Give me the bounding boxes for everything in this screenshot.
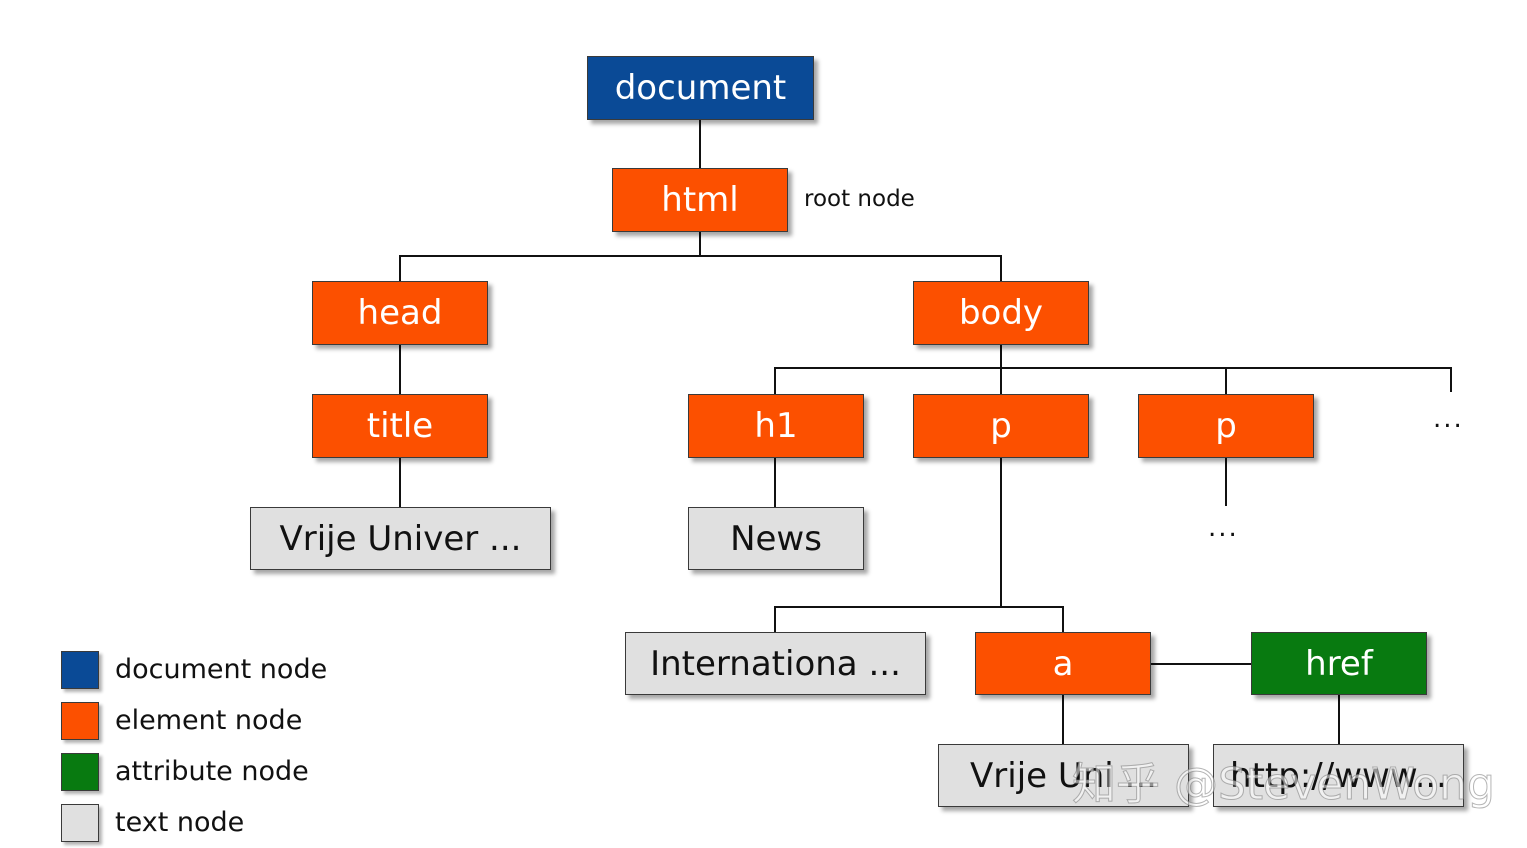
legend-swatch-document [61,650,99,689]
html-node: html [612,168,788,232]
h1-text-node: News [688,507,864,570]
h1-node: h1 [688,394,864,458]
body-node: body [913,281,1089,345]
legend-swatch-element [61,701,99,740]
head-node: head [312,281,488,345]
href-text-node: http://www... [1213,744,1464,807]
legend: document node element node attribute nod… [61,644,327,848]
legend-label-element: element node [115,705,303,736]
href-attribute-node: href [1251,632,1427,695]
legend-label-document: document node [115,654,328,685]
root-node-annotation: root node [804,186,915,212]
title-text-node: Vrije Univer ... [250,507,551,570]
legend-swatch-attribute [61,752,99,791]
a-node: a [975,632,1151,695]
legend-item-document: document node [61,644,327,695]
document-node: document [587,56,814,120]
body-more-ellipsis: ... [1433,404,1464,434]
p-node-2: p [1138,394,1314,458]
legend-item-element: element node [61,695,327,746]
legend-swatch-text [61,803,99,842]
edge-html-head-body [399,255,1002,281]
title-node: title [312,394,488,458]
legend-label-text: text node [115,807,245,838]
legend-label-attribute: attribute node [115,756,309,787]
p2-more-ellipsis: ... [1208,513,1239,543]
legend-item-attribute: attribute node [61,746,327,797]
legend-item-text: text node [61,797,327,848]
edge-body-children [774,367,1452,394]
a-text-node: Vrije Uni ... [938,744,1189,807]
p-node-1: p [913,394,1089,458]
p-text-node: Internationa ... [625,632,926,695]
edge-p1-children [774,606,1064,632]
